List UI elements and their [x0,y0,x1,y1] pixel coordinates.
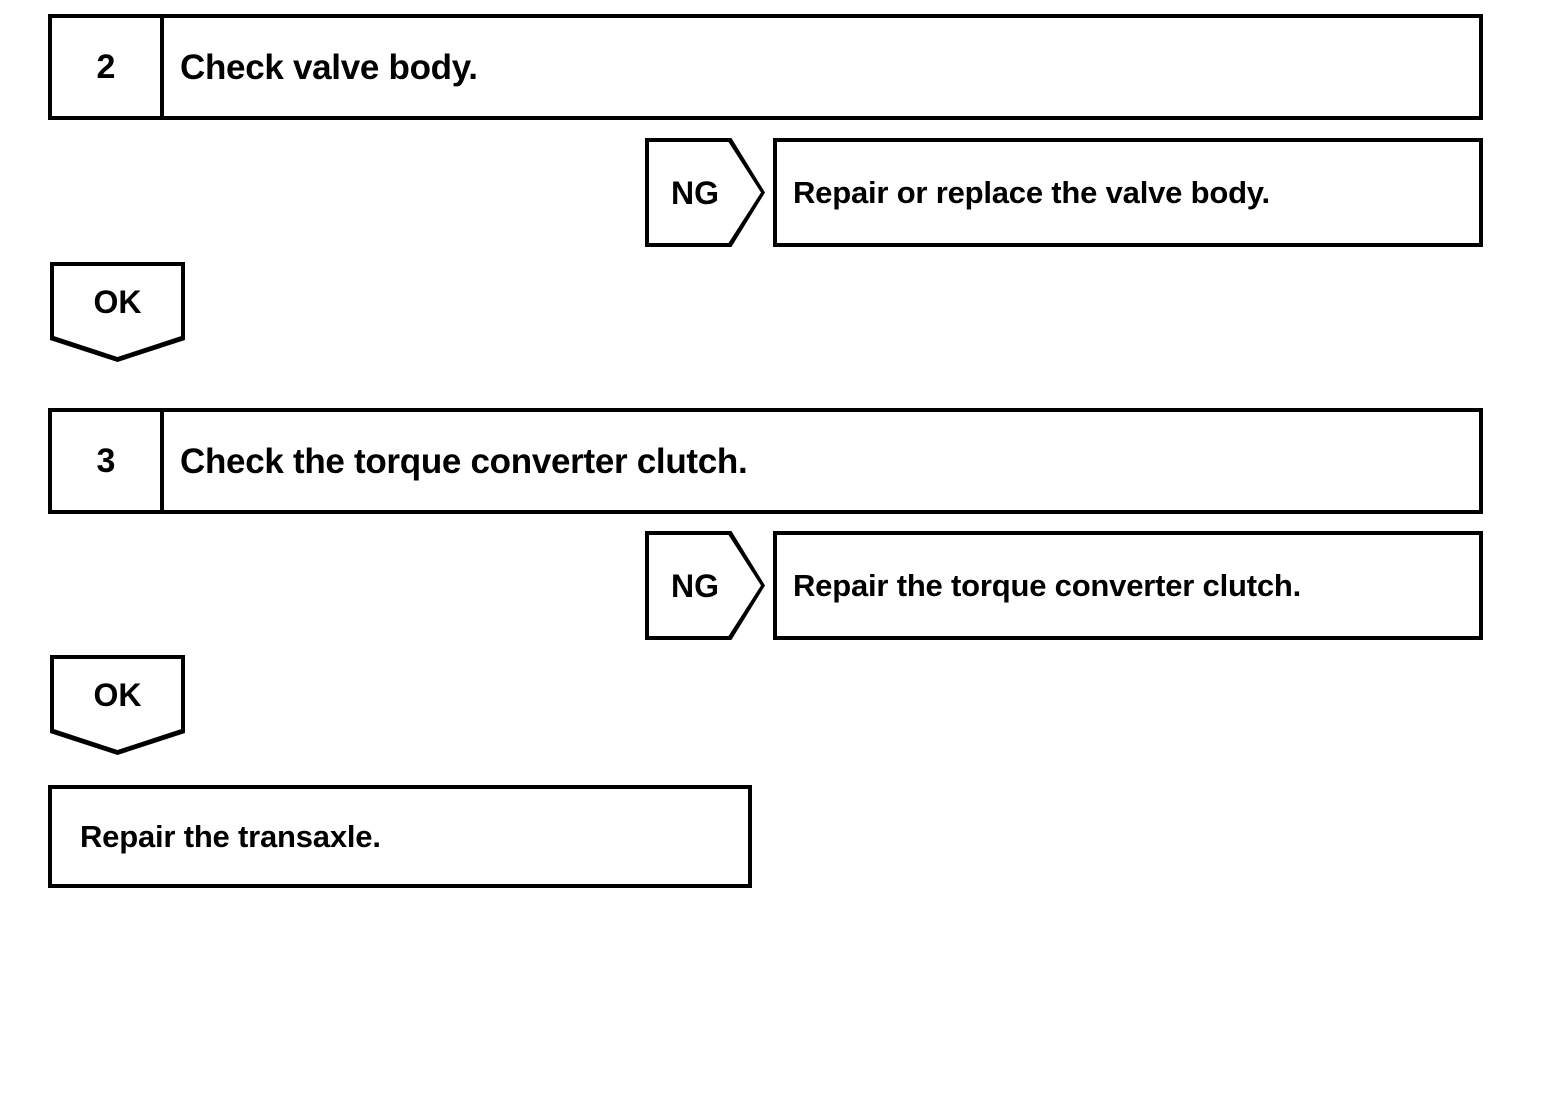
ng-result-text-3: Repair the torque converter clutch. [793,568,1302,603]
step-number-3: 3 [96,442,116,480]
ok-arrow-fill-2 [54,266,181,357]
ok-arrow-fill-3 [54,659,181,750]
step-row-3: 3 Check the torque converter clutch. [48,408,1483,514]
ok-arrow-3: OK [50,655,185,755]
ok-label-2: OK [93,284,142,320]
step-instruction-cell-3: Check the torque converter clutch. [164,412,1479,510]
step-number-2: 2 [96,48,116,86]
ng-result-box-3: Repair the torque converter clutch. [773,531,1483,640]
ng-arrow-3: NG [645,531,765,640]
ok-label-3: OK [93,677,142,713]
ng-result-box-2: Repair or replace the valve body. [773,138,1483,247]
step-number-cell-2: 2 [52,18,164,116]
ng-label-2: NG [671,174,719,211]
ok-arrow-2: OK [50,262,185,362]
final-outcome-box: Repair the transaxle. [48,785,752,888]
step-instruction-3: Check the torque converter clutch. [180,441,748,481]
ng-arrow-2: NG [645,138,765,247]
step-instruction-cell-2: Check valve body. [164,18,1479,116]
step-number-cell-3: 3 [52,412,164,510]
final-outcome-text: Repair the transaxle. [80,819,381,854]
ng-result-text-2: Repair or replace the valve body. [793,175,1270,210]
step-instruction-2: Check valve body. [180,47,478,87]
ng-label-3: NG [671,567,719,604]
step-row-2: 2 Check valve body. [48,14,1483,120]
